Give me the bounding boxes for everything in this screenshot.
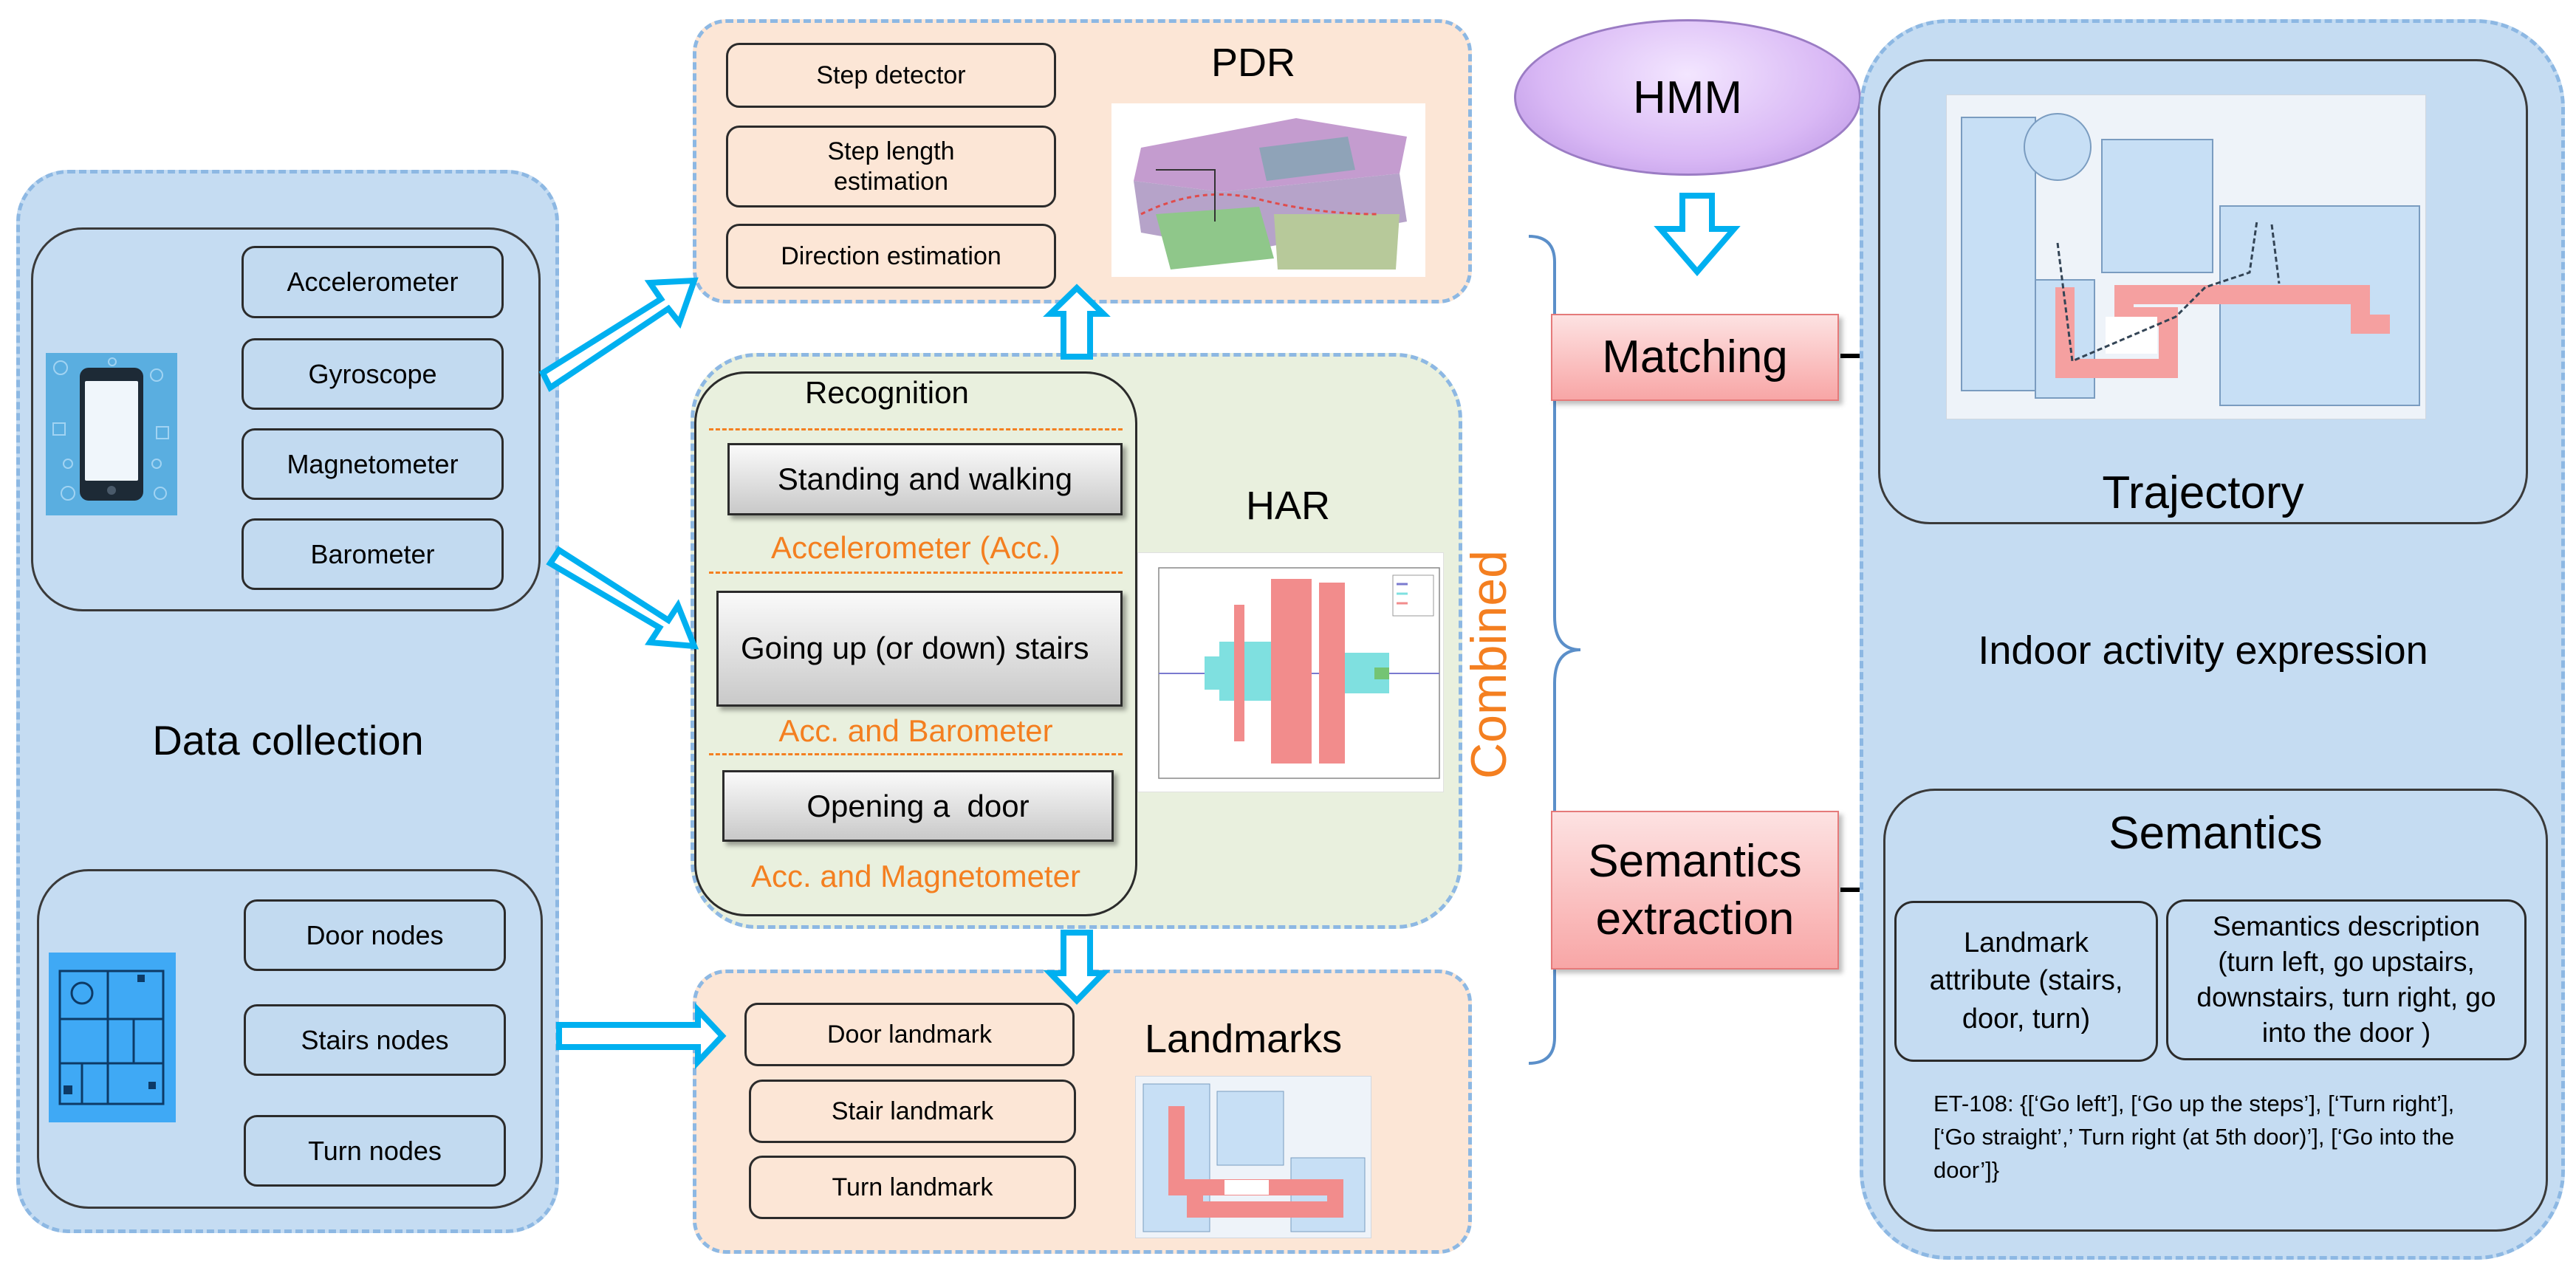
data-collection-title: Data collection	[152, 717, 424, 764]
divider-top	[709, 428, 1123, 430]
har-signal-plot-image	[1137, 552, 1444, 792]
semantics-description-box: Semantics description (turn left, go ups…	[2166, 899, 2527, 1060]
landmark-turn: Turn landmark	[749, 1156, 1076, 1219]
sensor-label-barometer: Acc. and Barometer	[778, 713, 1053, 748]
matching-box: Matching	[1551, 314, 1839, 401]
semantics-extraction-box: Semantics extraction	[1551, 811, 1839, 970]
landmark-door: Door landmark	[744, 1003, 1075, 1066]
combined-bracket	[1528, 235, 1581, 1065]
semantics-description-text: Semantics description (turn left, go ups…	[2196, 910, 2496, 1049]
arrow-sensors-to-har	[546, 546, 699, 650]
activity-opening-door-label: Opening a door	[806, 788, 1030, 823]
recognition-title: Recognition	[805, 375, 969, 410]
divider-3	[709, 753, 1123, 755]
sensor-accelerometer: Accelerometer	[242, 246, 504, 318]
trajectory-map-image	[1946, 95, 2426, 419]
sensor-barometer: Barometer	[242, 518, 504, 590]
hmm-label: HMM	[1632, 72, 1743, 123]
node-door: Door nodes	[244, 899, 506, 971]
landmark-attribute-box: Landmark attribute (stairs, door, turn)	[1894, 901, 2158, 1062]
smartphone-icon	[46, 353, 177, 515]
combined-label: Combined	[1460, 465, 1527, 864]
pdr-step-length: Step length estimation	[726, 126, 1056, 207]
pdr-3d-map-image	[1111, 103, 1425, 277]
pdr-direction: Direction estimation	[726, 224, 1056, 289]
pdr-step-detector: Step detector	[726, 43, 1056, 108]
sensor-gyroscope: Gyroscope	[242, 338, 504, 410]
sensor-label-magnetometer: Acc. and Magnetometer	[751, 859, 1080, 893]
sensor-magnetometer: Magnetometer	[242, 428, 504, 500]
activity-standing-walking: Standing and walking	[727, 443, 1123, 515]
har-title: HAR	[1246, 484, 1331, 528]
node-turn: Turn nodes	[244, 1115, 506, 1187]
combined-label-text: Combined	[1461, 550, 1517, 779]
hmm-ellipse: HMM	[1514, 19, 1861, 176]
pdr-title: PDR	[1211, 41, 1296, 85]
divider-2	[709, 572, 1123, 574]
semantics-extraction-label: Semantics extraction	[1588, 836, 1802, 944]
activity-stairs: Going up (or down) stairs	[716, 591, 1123, 707]
activity-stairs-label: Going up (or down) stairs	[741, 631, 1089, 666]
semantics-example: ET-108: {[‘Go left’], [‘Go up the steps’…	[1933, 1091, 2455, 1183]
semantics-title: Semantics	[2109, 808, 2323, 859]
output-title: Indoor activity expression	[1978, 628, 2428, 673]
landmarks-title: Landmarks	[1145, 1017, 1343, 1061]
sensor-label-accelerometer: Accelerometer (Acc.)	[770, 530, 1061, 565]
arrow-hmm-to-matching	[1654, 193, 1741, 277]
activity-opening-door: Opening a door	[722, 770, 1114, 842]
node-stairs: Stairs nodes	[244, 1004, 506, 1076]
landmarks-map-image	[1135, 1076, 1371, 1238]
trajectory-label: Trajectory	[2102, 467, 2304, 518]
activity-standing-walking-label: Standing and walking	[777, 461, 1073, 496]
floor-map-icon	[49, 953, 176, 1122]
landmark-attribute-text: Landmark attribute (stairs, door, turn)	[1929, 927, 2123, 1034]
matching-label: Matching	[1602, 332, 1788, 383]
arrow-sensors-to-pdr	[538, 277, 699, 392]
landmark-stair: Stair landmark	[749, 1080, 1076, 1143]
